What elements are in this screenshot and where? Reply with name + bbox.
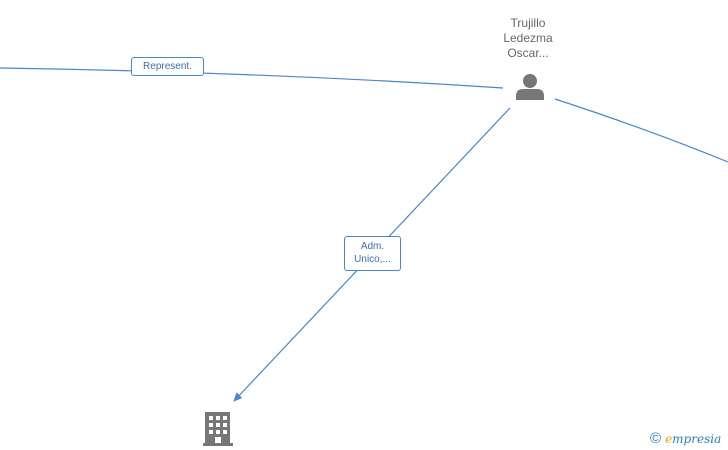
brand-name: empresia bbox=[665, 431, 721, 447]
person-icon[interactable] bbox=[516, 74, 544, 100]
person-name-line: Ledezma bbox=[503, 31, 553, 45]
person-name-line: Oscar... bbox=[507, 46, 549, 60]
edge-label-line: Unico,... bbox=[354, 254, 391, 265]
person-name-line: Trujillo bbox=[510, 16, 546, 30]
edge-represent bbox=[0, 67, 504, 89]
edge-label-represent[interactable]: Represent. bbox=[131, 57, 204, 76]
edge-label-line: Adm. bbox=[360, 241, 385, 252]
empresia-watermark: © empresia bbox=[650, 430, 721, 448]
person-name[interactable]: Trujillo Ledezma Oscar... bbox=[478, 16, 578, 61]
edge-person-right bbox=[554, 98, 728, 163]
building-icon[interactable] bbox=[203, 412, 233, 446]
edge-label-text: Represent. bbox=[143, 61, 192, 72]
copyright-icon: © bbox=[650, 430, 662, 447]
brand-rest: mpresia bbox=[672, 432, 722, 446]
edge-label-adm-unico[interactable]: Adm. Unico,... bbox=[344, 236, 401, 271]
brand-initial: e bbox=[665, 432, 673, 446]
